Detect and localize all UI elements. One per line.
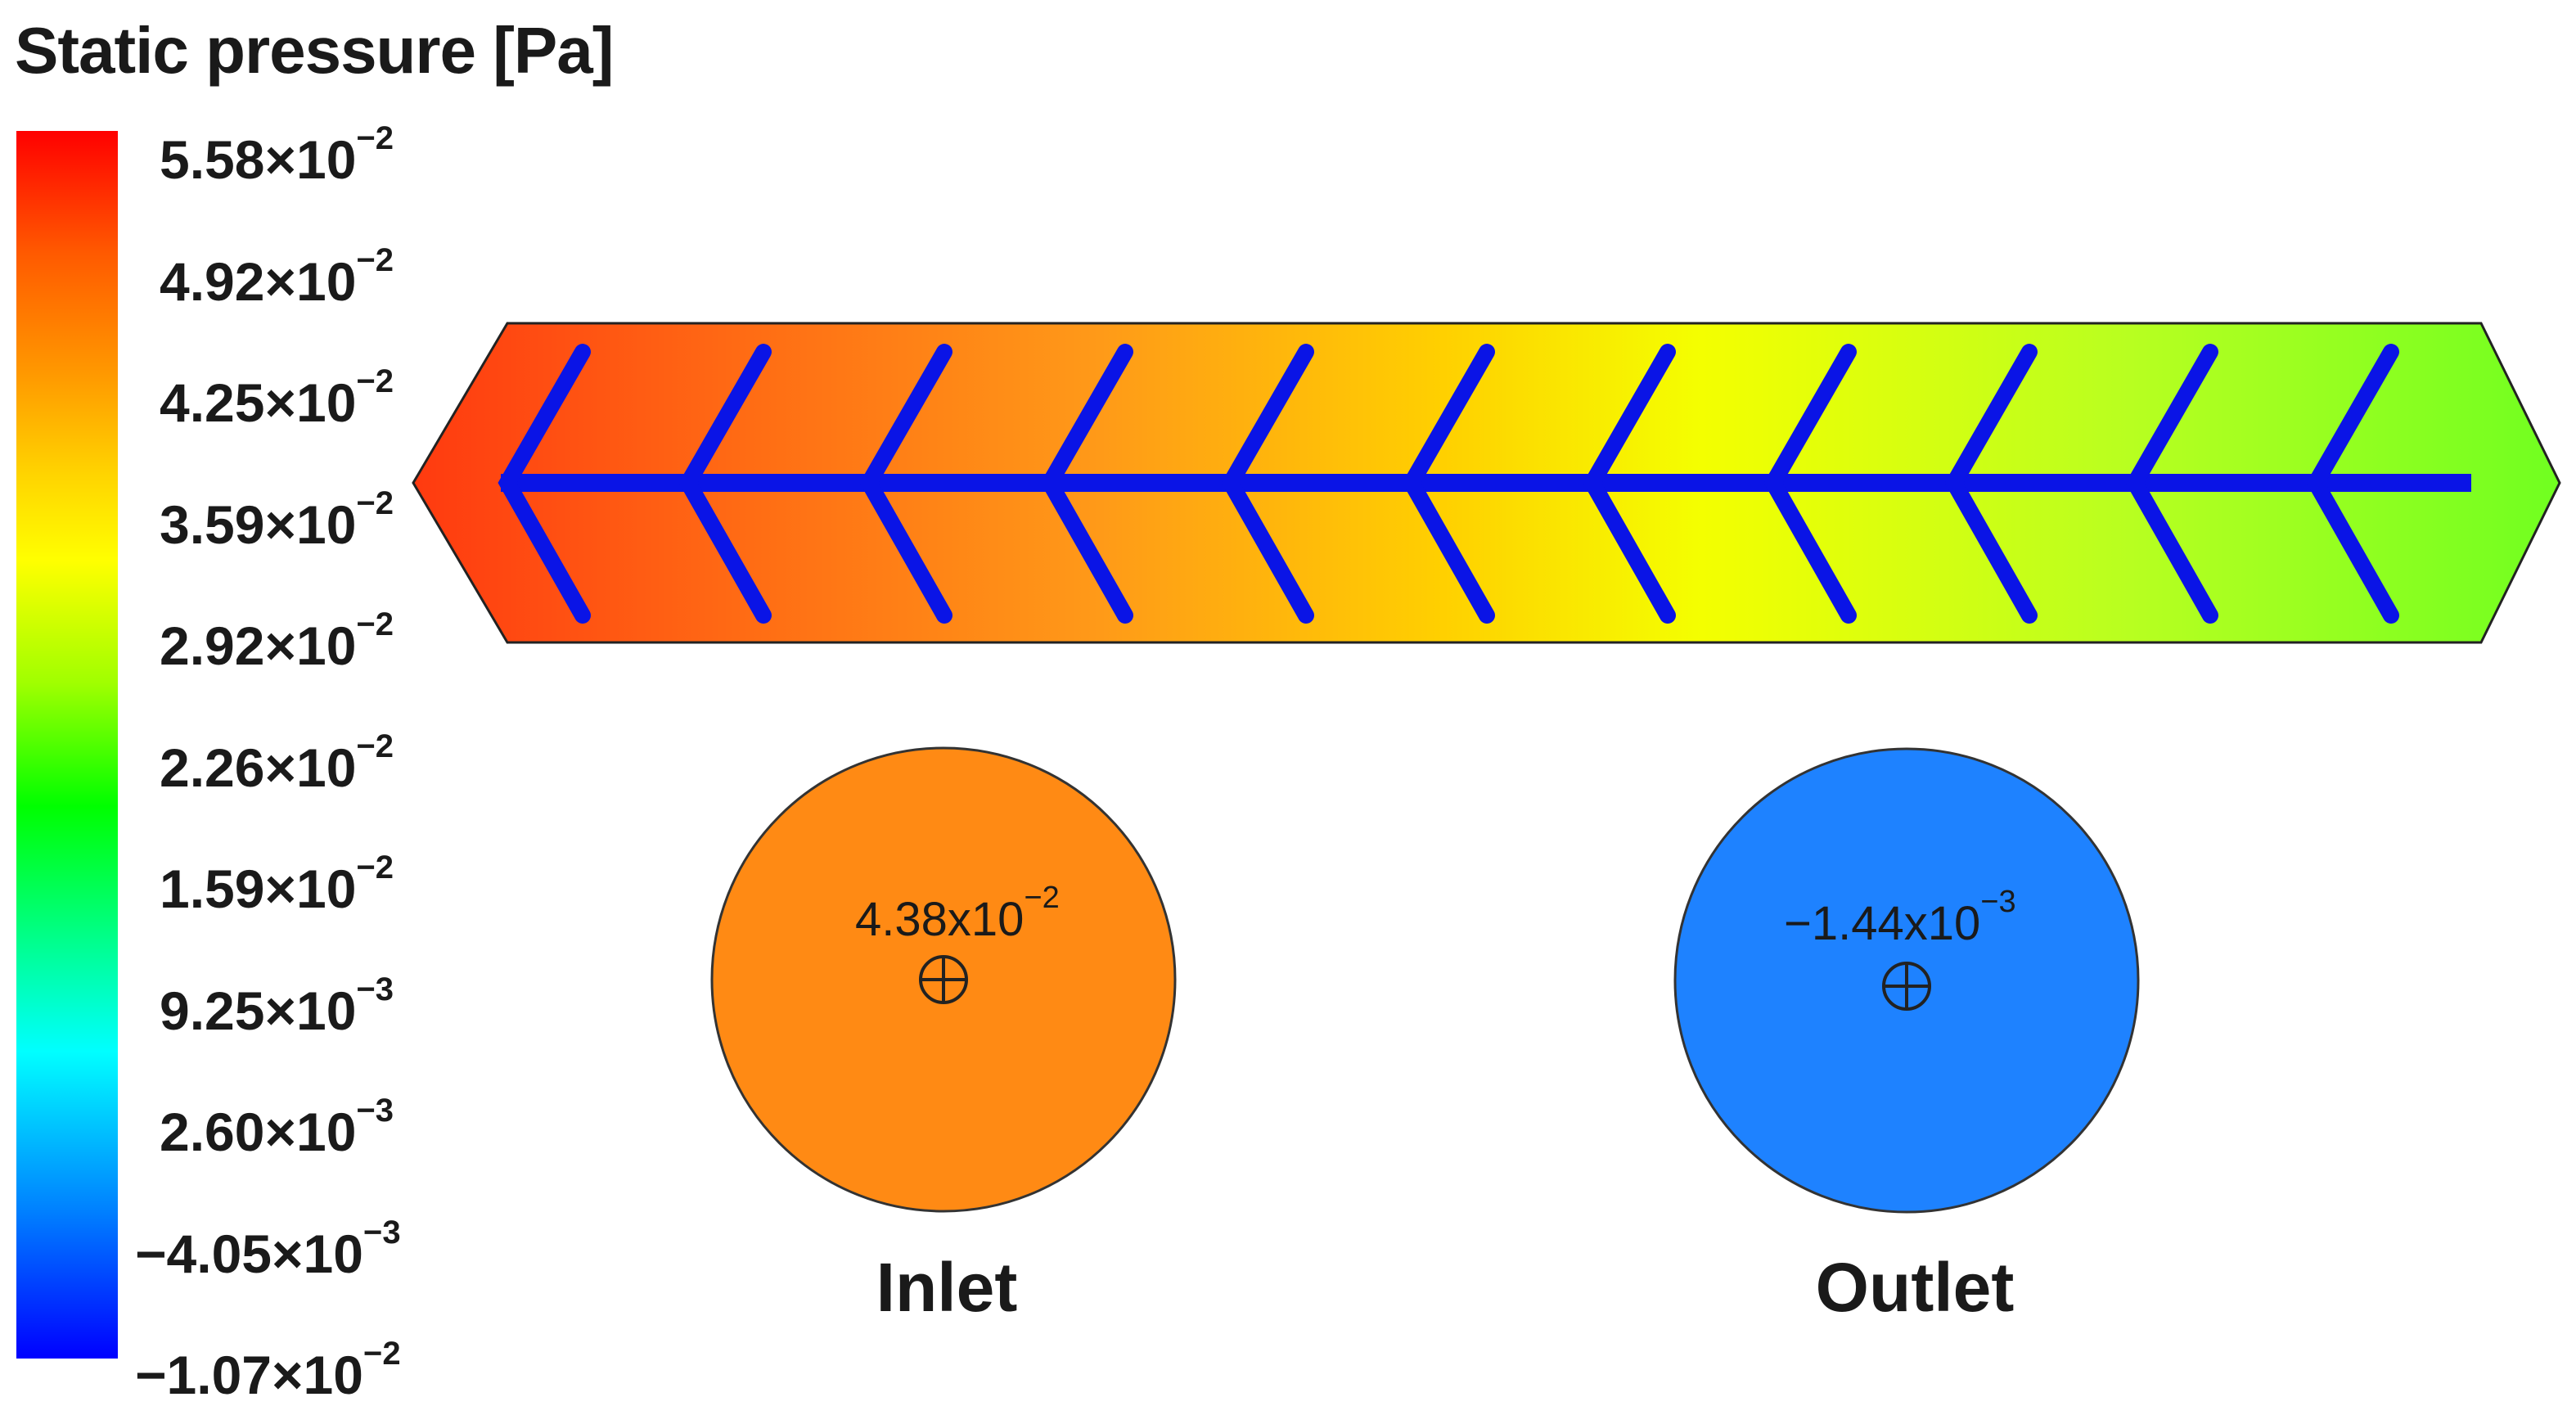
legend-tick-times-ten: ×10 xyxy=(264,980,357,1041)
legend-tick-exponent: −2 xyxy=(356,728,394,764)
outlet-value: −1.44x10−3 xyxy=(1784,885,2016,951)
legend-tick-times-ten: ×10 xyxy=(264,250,357,312)
baffle-chevron xyxy=(498,344,591,624)
legend-tick-label: 9.25×10−3 xyxy=(160,971,394,1042)
legend-tick-exponent: −2 xyxy=(356,849,394,886)
legend-tick-exponent: −2 xyxy=(356,120,394,156)
baffle-chevron xyxy=(2125,344,2218,624)
baffle-group xyxy=(498,344,2471,624)
legend-tick-times-ten: ×10 xyxy=(264,737,357,798)
legend-tick-times-ten: ×10 xyxy=(264,372,357,433)
baffle-chevron xyxy=(1221,344,1314,624)
legend-tick-exponent: −2 xyxy=(363,1336,401,1372)
legend-tick-mantissa: 4.25 xyxy=(160,372,265,433)
legend-tick-label: −4.05×10−3 xyxy=(135,1214,401,1285)
legend-tick-times-ten: ×10 xyxy=(272,1223,363,1284)
inlet-caption: Inlet xyxy=(876,1249,1018,1326)
outlet-center-marker xyxy=(1882,962,1931,1011)
legend-tick-mantissa: 2.26 xyxy=(160,737,265,798)
legend-tick-mantissa: 1.59 xyxy=(160,858,265,919)
legend-tick-times-ten: ×10 xyxy=(264,129,357,190)
legend-tick-mantissa: −4.05 xyxy=(135,1223,272,1284)
legend-tick-label: 3.59×10−2 xyxy=(160,485,394,556)
baffle-chevron xyxy=(1040,344,1133,624)
legend-title: Static pressure [Pa] xyxy=(15,14,614,87)
legend-tick-label: 2.26×10−2 xyxy=(160,728,394,799)
baffle-chevron xyxy=(859,344,952,624)
legend-tick-mantissa: 5.58 xyxy=(160,129,265,190)
legend-tick-label: 5.58×10−2 xyxy=(160,120,394,191)
baffle-chevron xyxy=(678,344,772,624)
legend-tick-label: 4.92×10−2 xyxy=(160,242,394,313)
legend-tick-exponent: −3 xyxy=(356,1093,394,1129)
inlet-value-mantissa: 4.38x10 xyxy=(855,893,1025,946)
inlet-value: 4.38x10−2 xyxy=(855,881,1060,947)
legend-tick-mantissa: 9.25 xyxy=(160,980,265,1041)
legend-tick-label: 4.25×10−2 xyxy=(160,363,394,434)
legend-tick-times-ten: ×10 xyxy=(264,493,357,555)
legend-tick-times-ten: ×10 xyxy=(272,1345,363,1405)
legend-tick-exponent: −3 xyxy=(356,971,394,1007)
legend-tick-mantissa: 2.92 xyxy=(160,615,265,676)
legend-tick-mantissa: 3.59 xyxy=(160,493,265,555)
legend-tick-label: −1.07×10−2 xyxy=(135,1336,401,1406)
legend-tick-times-ten: ×10 xyxy=(264,615,357,676)
outlet-value-exponent: −3 xyxy=(1980,885,2016,919)
baffle-chevron xyxy=(1944,344,2038,624)
legend-tick-exponent: −2 xyxy=(356,484,394,521)
color-bar xyxy=(16,131,118,1359)
legend-tick-exponent: −3 xyxy=(363,1214,401,1251)
legend-tick-label: 2.60×10−3 xyxy=(160,1093,394,1163)
outlet-value-mantissa: −1.44x10 xyxy=(1784,897,1981,950)
legend-tick-exponent: −2 xyxy=(356,363,394,399)
outlet-caption: Outlet xyxy=(1815,1249,2015,1326)
baffle-chevron xyxy=(1763,344,1857,624)
legend-tick-label: 2.92×10−2 xyxy=(160,606,394,677)
legend-tick-mantissa: 4.92 xyxy=(160,250,265,312)
inlet-value-exponent: −2 xyxy=(1024,881,1060,915)
legend-tick-times-ten: ×10 xyxy=(264,858,357,919)
legend-tick-mantissa: 2.60 xyxy=(160,1102,265,1162)
legend-tick-mantissa: −1.07 xyxy=(135,1345,272,1405)
inlet-center-marker xyxy=(919,955,968,1004)
baffle-chevron xyxy=(1402,344,1495,624)
legend-tick-times-ten: ×10 xyxy=(264,1102,357,1162)
baffle-chevron xyxy=(1583,344,1676,624)
legend-tick-label: 1.59×10−2 xyxy=(160,849,394,920)
baffle-chevron xyxy=(2306,344,2399,624)
legend-tick-exponent: −2 xyxy=(356,241,394,278)
legend-tick-exponent: −2 xyxy=(356,606,394,642)
